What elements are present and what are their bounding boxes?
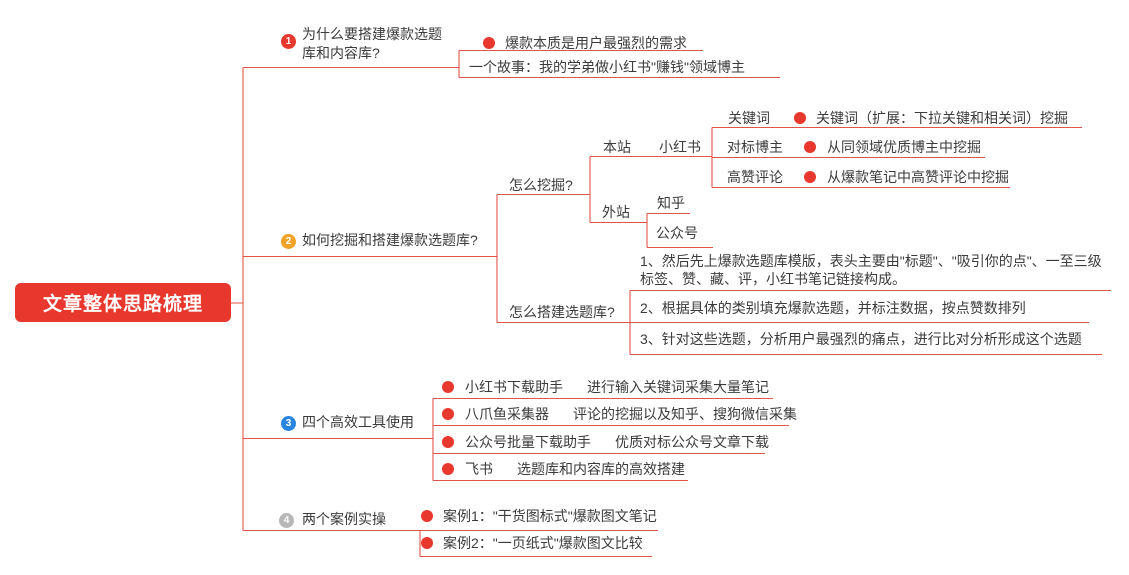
- node-keyword-row[interactable]: 关键词 关键词（扩展：下拉关键和相关词）挖掘: [728, 108, 1068, 128]
- tool-name: 公众号批量下载助手: [465, 434, 591, 450]
- branch4-lines: [243, 529, 658, 558]
- node-step1[interactable]: 1、然后先上爆款选题库模版，表头主要由"标题"、"吸引你的点"、一至三级标签、赞…: [640, 253, 1102, 287]
- branch2-lines: [243, 126, 1111, 356]
- trunk-line: [231, 67, 244, 531]
- branch1-number-badge: 1: [281, 34, 296, 49]
- tool-desc: 优质对标公众号文章下载: [615, 434, 769, 450]
- branch1-label[interactable]: 为什么要搭建爆款选题库和内容库?: [302, 26, 442, 61]
- bullet-dot-icon: [483, 37, 495, 49]
- bullet-dot-icon: [794, 112, 806, 124]
- node-gongzhonghao[interactable]: 公众号: [656, 225, 698, 241]
- node-offsite[interactable]: 外站: [602, 204, 630, 220]
- tool-desc: 进行输入关键词采集大量笔记: [587, 379, 769, 395]
- node-xiaohongshu[interactable]: 小红书: [659, 139, 701, 155]
- bullet-dot-icon: [442, 436, 454, 448]
- tool-name: 八爪鱼采集器: [465, 406, 549, 422]
- node-how-to-dig[interactable]: 怎么挖掘?: [509, 177, 573, 193]
- tool-name: 小红书下载助手: [465, 379, 563, 395]
- bullet-dot-icon: [421, 510, 433, 522]
- branch2-label[interactable]: 如何挖掘和搭建爆款选题库?: [302, 232, 478, 248]
- branch1-lines: [243, 49, 780, 79]
- node-tool-octopus[interactable]: 八爪鱼采集器 评论的挖掘以及知乎、搜狗微信采集: [442, 404, 797, 424]
- branch4-label[interactable]: 两个案例实操: [302, 511, 386, 527]
- node-story[interactable]: 一个故事：我的学弟做小红书"赚钱"领域博主: [469, 59, 745, 75]
- node-onsite[interactable]: 本站: [603, 139, 631, 155]
- branch4-number-badge: 4: [279, 513, 294, 528]
- bullet-dot-icon: [421, 537, 433, 549]
- bullet-dot-icon: [442, 408, 454, 420]
- branch3-number-badge: 3: [281, 416, 296, 431]
- branch2-number-badge: 2: [281, 234, 296, 249]
- branch3-lines: [243, 397, 789, 482]
- node-benchmark-child: 从同领域优质博主中挖掘: [827, 139, 981, 155]
- case-label: 案例1："干货图标式"爆款图文笔记: [443, 508, 657, 524]
- bullet-dot-icon: [442, 381, 454, 393]
- case-label: 案例2："一页纸式"爆款图文比较: [443, 535, 643, 551]
- node-how-to-build[interactable]: 怎么搭建选题库?: [509, 304, 615, 320]
- node-keyword-label: 关键词: [728, 110, 770, 126]
- node-tool-gzh-batch[interactable]: 公众号批量下载助手 优质对标公众号文章下载: [442, 432, 769, 452]
- node-benchmark-row[interactable]: 对标博主 从同领域优质博主中挖掘: [727, 137, 981, 157]
- node-zhihu[interactable]: 知乎: [657, 195, 685, 211]
- node-tool-xhs-downloader[interactable]: 小红书下载助手 进行输入关键词采集大量笔记: [442, 377, 769, 397]
- node-label: 爆款本质是用户最强烈的需求: [505, 35, 687, 51]
- bullet-dot-icon: [804, 171, 816, 183]
- tool-desc: 选题库和内容库的高效搭建: [517, 461, 685, 477]
- node-topcomment-row[interactable]: 高赞评论 从爆款笔记中高赞评论中挖掘: [727, 167, 1009, 187]
- node-topcomment-label: 高赞评论: [727, 169, 783, 185]
- tool-name: 飞书: [465, 461, 493, 477]
- branch3-label[interactable]: 四个高效工具使用: [302, 414, 414, 430]
- tool-desc: 评论的挖掘以及知乎、搜狗微信采集: [573, 406, 797, 422]
- node-benchmark-label: 对标博主: [727, 139, 783, 155]
- bullet-dot-icon: [804, 141, 816, 153]
- node-keyword-child: 关键词（扩展：下拉关键和相关词）挖掘: [816, 110, 1068, 126]
- node-topcomment-child: 从爆款笔记中高赞评论中挖掘: [827, 169, 1009, 185]
- bullet-dot-icon: [442, 463, 454, 475]
- node-hot-essence[interactable]: 爆款本质是用户最强烈的需求: [483, 33, 687, 53]
- node-step2[interactable]: 2、根据具体的类别填充爆款选题，并标注数据，按点赞数排列: [640, 300, 1026, 316]
- node-tool-feishu[interactable]: 飞书 选题库和内容库的高效搭建: [442, 459, 685, 479]
- node-case2[interactable]: 案例2："一页纸式"爆款图文比较: [421, 533, 643, 553]
- root-node[interactable]: 文章整体思路梳理: [15, 283, 231, 322]
- node-case1[interactable]: 案例1："干货图标式"爆款图文笔记: [421, 506, 657, 526]
- node-step3[interactable]: 3、针对这些选题，分析用户最强烈的痛点，进行比对分析形成这个选题: [640, 331, 1082, 347]
